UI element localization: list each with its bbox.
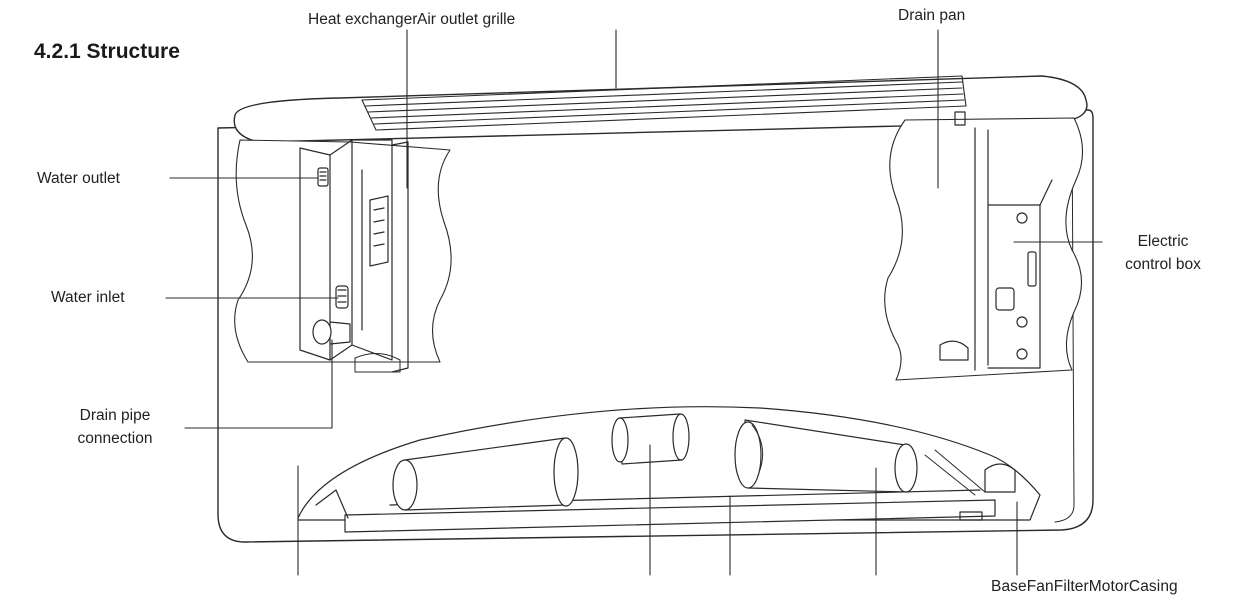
label-electric-line1: Electric — [1137, 233, 1189, 250]
label-water-inlet: Water inlet — [51, 289, 125, 306]
label-bottom-row: BaseFanFilterMotorCasing — [991, 575, 1178, 598]
label-filter: Filter — [1053, 578, 1089, 595]
label-drain-pipe-line1: Drain pipe — [79, 407, 151, 424]
label-casing: Casing — [1128, 578, 1178, 595]
label-heat-exchanger: Heat exchanger — [308, 11, 418, 28]
heat-exchanger-coil — [299, 139, 409, 373]
leader-drain-pipe — [184, 339, 333, 429]
casing-right-edge — [1054, 114, 1075, 523]
label-motor: Motor — [1088, 578, 1129, 595]
pipe-fittings — [312, 167, 351, 345]
label-drain-pipe-connection: Drain pipe connection — [50, 404, 180, 450]
label-air-outlet-grille: Air outlet grille — [417, 11, 516, 28]
leader-lines — [165, 29, 1103, 576]
top-cover — [233, 75, 1088, 143]
fan-assembly — [392, 413, 986, 511]
label-water-outlet: Water outlet — [37, 170, 120, 187]
label-drain-pipe-line2: connection — [77, 430, 153, 447]
label-base: Base — [991, 578, 1027, 595]
section-title: 4.2.1 Structure — [34, 40, 180, 63]
label-drain-pan: Drain pan — [898, 7, 966, 24]
feet — [315, 463, 1016, 521]
electric-control-box — [939, 111, 1053, 371]
air-outlet-grille-slats — [361, 75, 967, 131]
label-electric-control-box: Electric control box — [1108, 230, 1218, 276]
label-fan: Fan — [1026, 578, 1054, 595]
label-electric-line2: control box — [1125, 256, 1201, 273]
right-cutaway — [884, 117, 1084, 381]
left-cutaway — [234, 139, 452, 363]
